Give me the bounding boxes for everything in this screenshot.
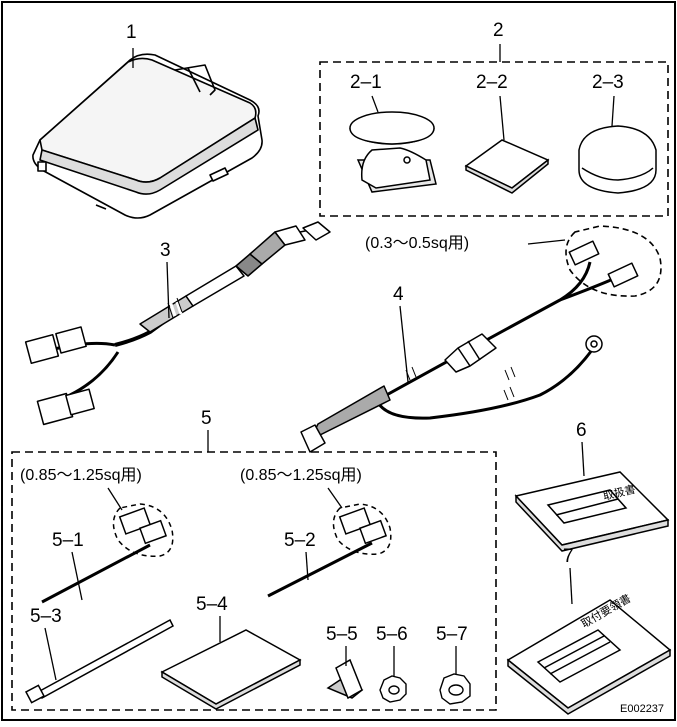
part-5-7-washer <box>439 673 471 705</box>
part-5-5-clip <box>326 658 364 700</box>
label-part-5-2: 5–2 <box>284 530 316 551</box>
leader-lines <box>44 44 615 681</box>
note-part-5-2-connector: (0.85〜1.25sq用) <box>240 467 362 484</box>
part-4-cable <box>300 240 639 453</box>
part-2-1-stand <box>349 111 437 193</box>
label-part-5-1: 5–1 <box>52 530 84 551</box>
label-part-7: 7 <box>563 546 574 567</box>
label-part-5-3: 5–3 <box>30 606 62 627</box>
label-part-2-2: 2–2 <box>476 72 508 93</box>
part-2-3-round-part <box>578 125 657 194</box>
label-part-2-3: 2–3 <box>592 72 624 93</box>
part-5-1-connector-outline <box>112 503 174 557</box>
figure-code: E002237 <box>620 703 664 715</box>
note-part-5-1-connector: (0.85〜1.25sq用) <box>20 467 142 484</box>
note-part-4-connector: (0.3〜0.5sq用) <box>365 235 469 252</box>
part-5-6-washer <box>379 675 407 703</box>
label-part-5-4: 5–4 <box>196 594 228 615</box>
label-part-1: 1 <box>126 22 137 43</box>
part-5-2-wire-with-connector <box>267 507 388 598</box>
label-part-5: 5 <box>201 408 212 429</box>
part-2-2-pad <box>464 139 550 194</box>
part-6-manual <box>514 471 670 552</box>
label-part-2: 2 <box>493 20 504 41</box>
part-4-connector-group-outline <box>565 225 662 297</box>
label-part-3: 3 <box>160 240 171 261</box>
label-part-2-1: 2–1 <box>350 72 382 93</box>
part-5-3-cable-tie <box>24 618 174 704</box>
label-part-5-6: 5–6 <box>376 624 408 645</box>
label-part-6: 6 <box>576 420 587 441</box>
part-1-main-unit <box>32 53 263 219</box>
part-2-group-box <box>319 61 669 217</box>
part-7-manual <box>506 599 672 715</box>
part-3-cable <box>24 221 331 426</box>
label-part-5-7: 5–7 <box>436 624 468 645</box>
part-5-group-box <box>11 451 497 711</box>
part-5-4-sheet <box>160 629 302 710</box>
label-part-5-5: 5–5 <box>326 624 358 645</box>
part-5-1-wire-with-connector <box>41 507 168 604</box>
label-part-4: 4 <box>393 284 404 305</box>
part-5-2-connector-outline <box>332 503 392 555</box>
